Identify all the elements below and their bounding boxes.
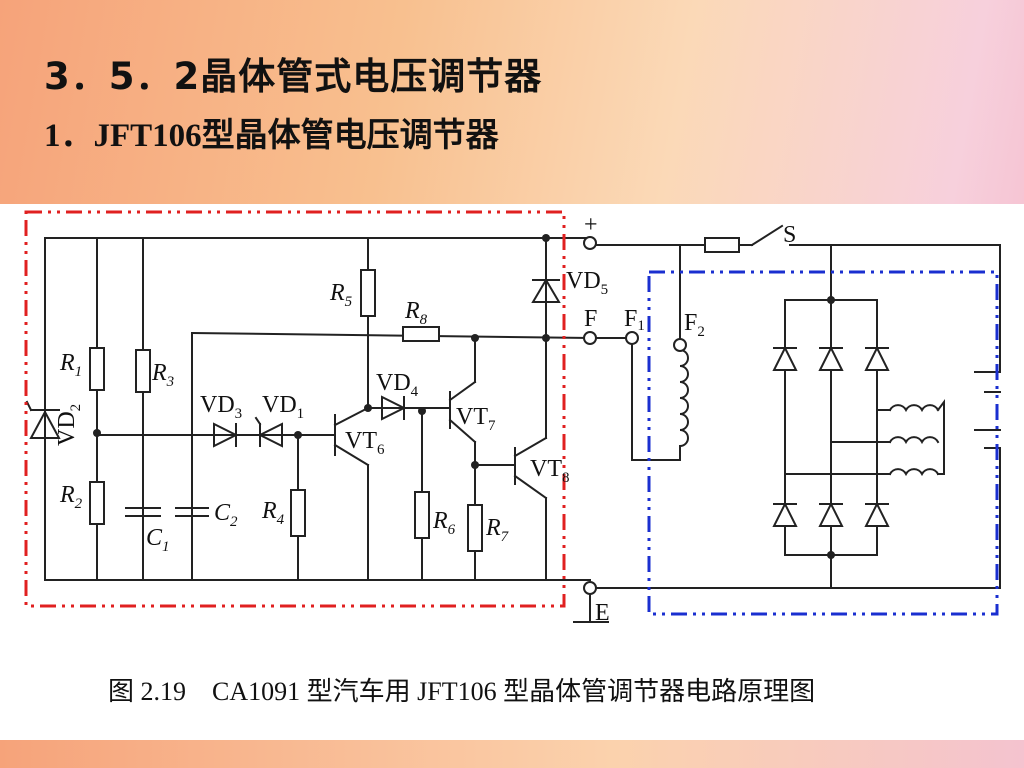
vd3-diode	[213, 422, 239, 448]
vd4-label: VD4	[376, 370, 419, 400]
switch-s	[750, 224, 784, 247]
vd5-label: VD5	[566, 268, 608, 298]
vt8-label: VT8	[530, 456, 570, 486]
fuse	[704, 237, 740, 253]
r1-resistor	[89, 347, 105, 391]
r1-label: R1	[59, 350, 82, 380]
field-coil	[678, 348, 689, 448]
r7-label: R7	[485, 515, 510, 545]
c1-label: C1	[146, 525, 170, 555]
circuit-diagram: R1 R2 R3 R4 R5 R6 R7 R8 C1 C2 VD3 VD1 VD…	[24, 210, 1001, 706]
stator-windings	[888, 399, 945, 477]
junction-dots	[93, 234, 835, 559]
figure-caption: 图 2.19 CA1091 型汽车用 JFT106 型晶体管调节器电路原理图	[108, 677, 815, 706]
regulator-box	[24, 210, 566, 608]
vt6-label: VT6	[345, 428, 385, 458]
terminals	[583, 236, 687, 595]
slide-subtitle: 1．JFT106型晶体管电压调节器	[44, 118, 499, 154]
f2-terminal-label: F2	[684, 310, 705, 340]
vd1-zener	[257, 422, 283, 448]
r2-label: R2	[59, 482, 83, 512]
vd2-zener-symbol	[29, 409, 61, 439]
f-terminal-label: F	[584, 306, 597, 332]
r5-resistor	[360, 269, 376, 317]
generator-box	[647, 270, 999, 616]
plus-terminal-label: +	[584, 212, 598, 238]
r8-label: R8	[404, 298, 428, 328]
vd3-label: VD3	[200, 392, 242, 422]
rectifier-diodes	[772, 345, 890, 527]
vd1-label: VD1	[262, 392, 304, 422]
r4-resistor	[290, 489, 306, 537]
vd4-diode	[381, 395, 407, 421]
r4-label: R4	[261, 498, 285, 528]
r7-resistor	[467, 504, 483, 552]
r5-label: R5	[329, 280, 353, 310]
e-terminal-label: E	[595, 600, 610, 626]
r6-resistor	[414, 491, 430, 539]
f1-terminal-label: F1	[624, 306, 645, 334]
c2-label: C2	[214, 500, 238, 530]
vt7-label: VT7	[456, 404, 496, 434]
r3-label: R3	[151, 360, 174, 390]
vd5-diode	[531, 278, 561, 303]
slide-title: 3．5．2晶体管式电压调节器	[44, 55, 543, 98]
circuit-panel: R1 R2 R3 R4 R5 R6 R7 R8 C1 C2 VD3 VD1 VD…	[0, 204, 1024, 740]
r2-resistor	[89, 481, 105, 525]
vd2-label: VD2	[54, 404, 84, 446]
bottom-gradient-strip	[0, 740, 1024, 768]
r3-resistor	[135, 349, 151, 393]
r8-resistor	[402, 326, 440, 342]
switch-label: S	[783, 222, 796, 248]
r6-label: R6	[432, 508, 456, 538]
